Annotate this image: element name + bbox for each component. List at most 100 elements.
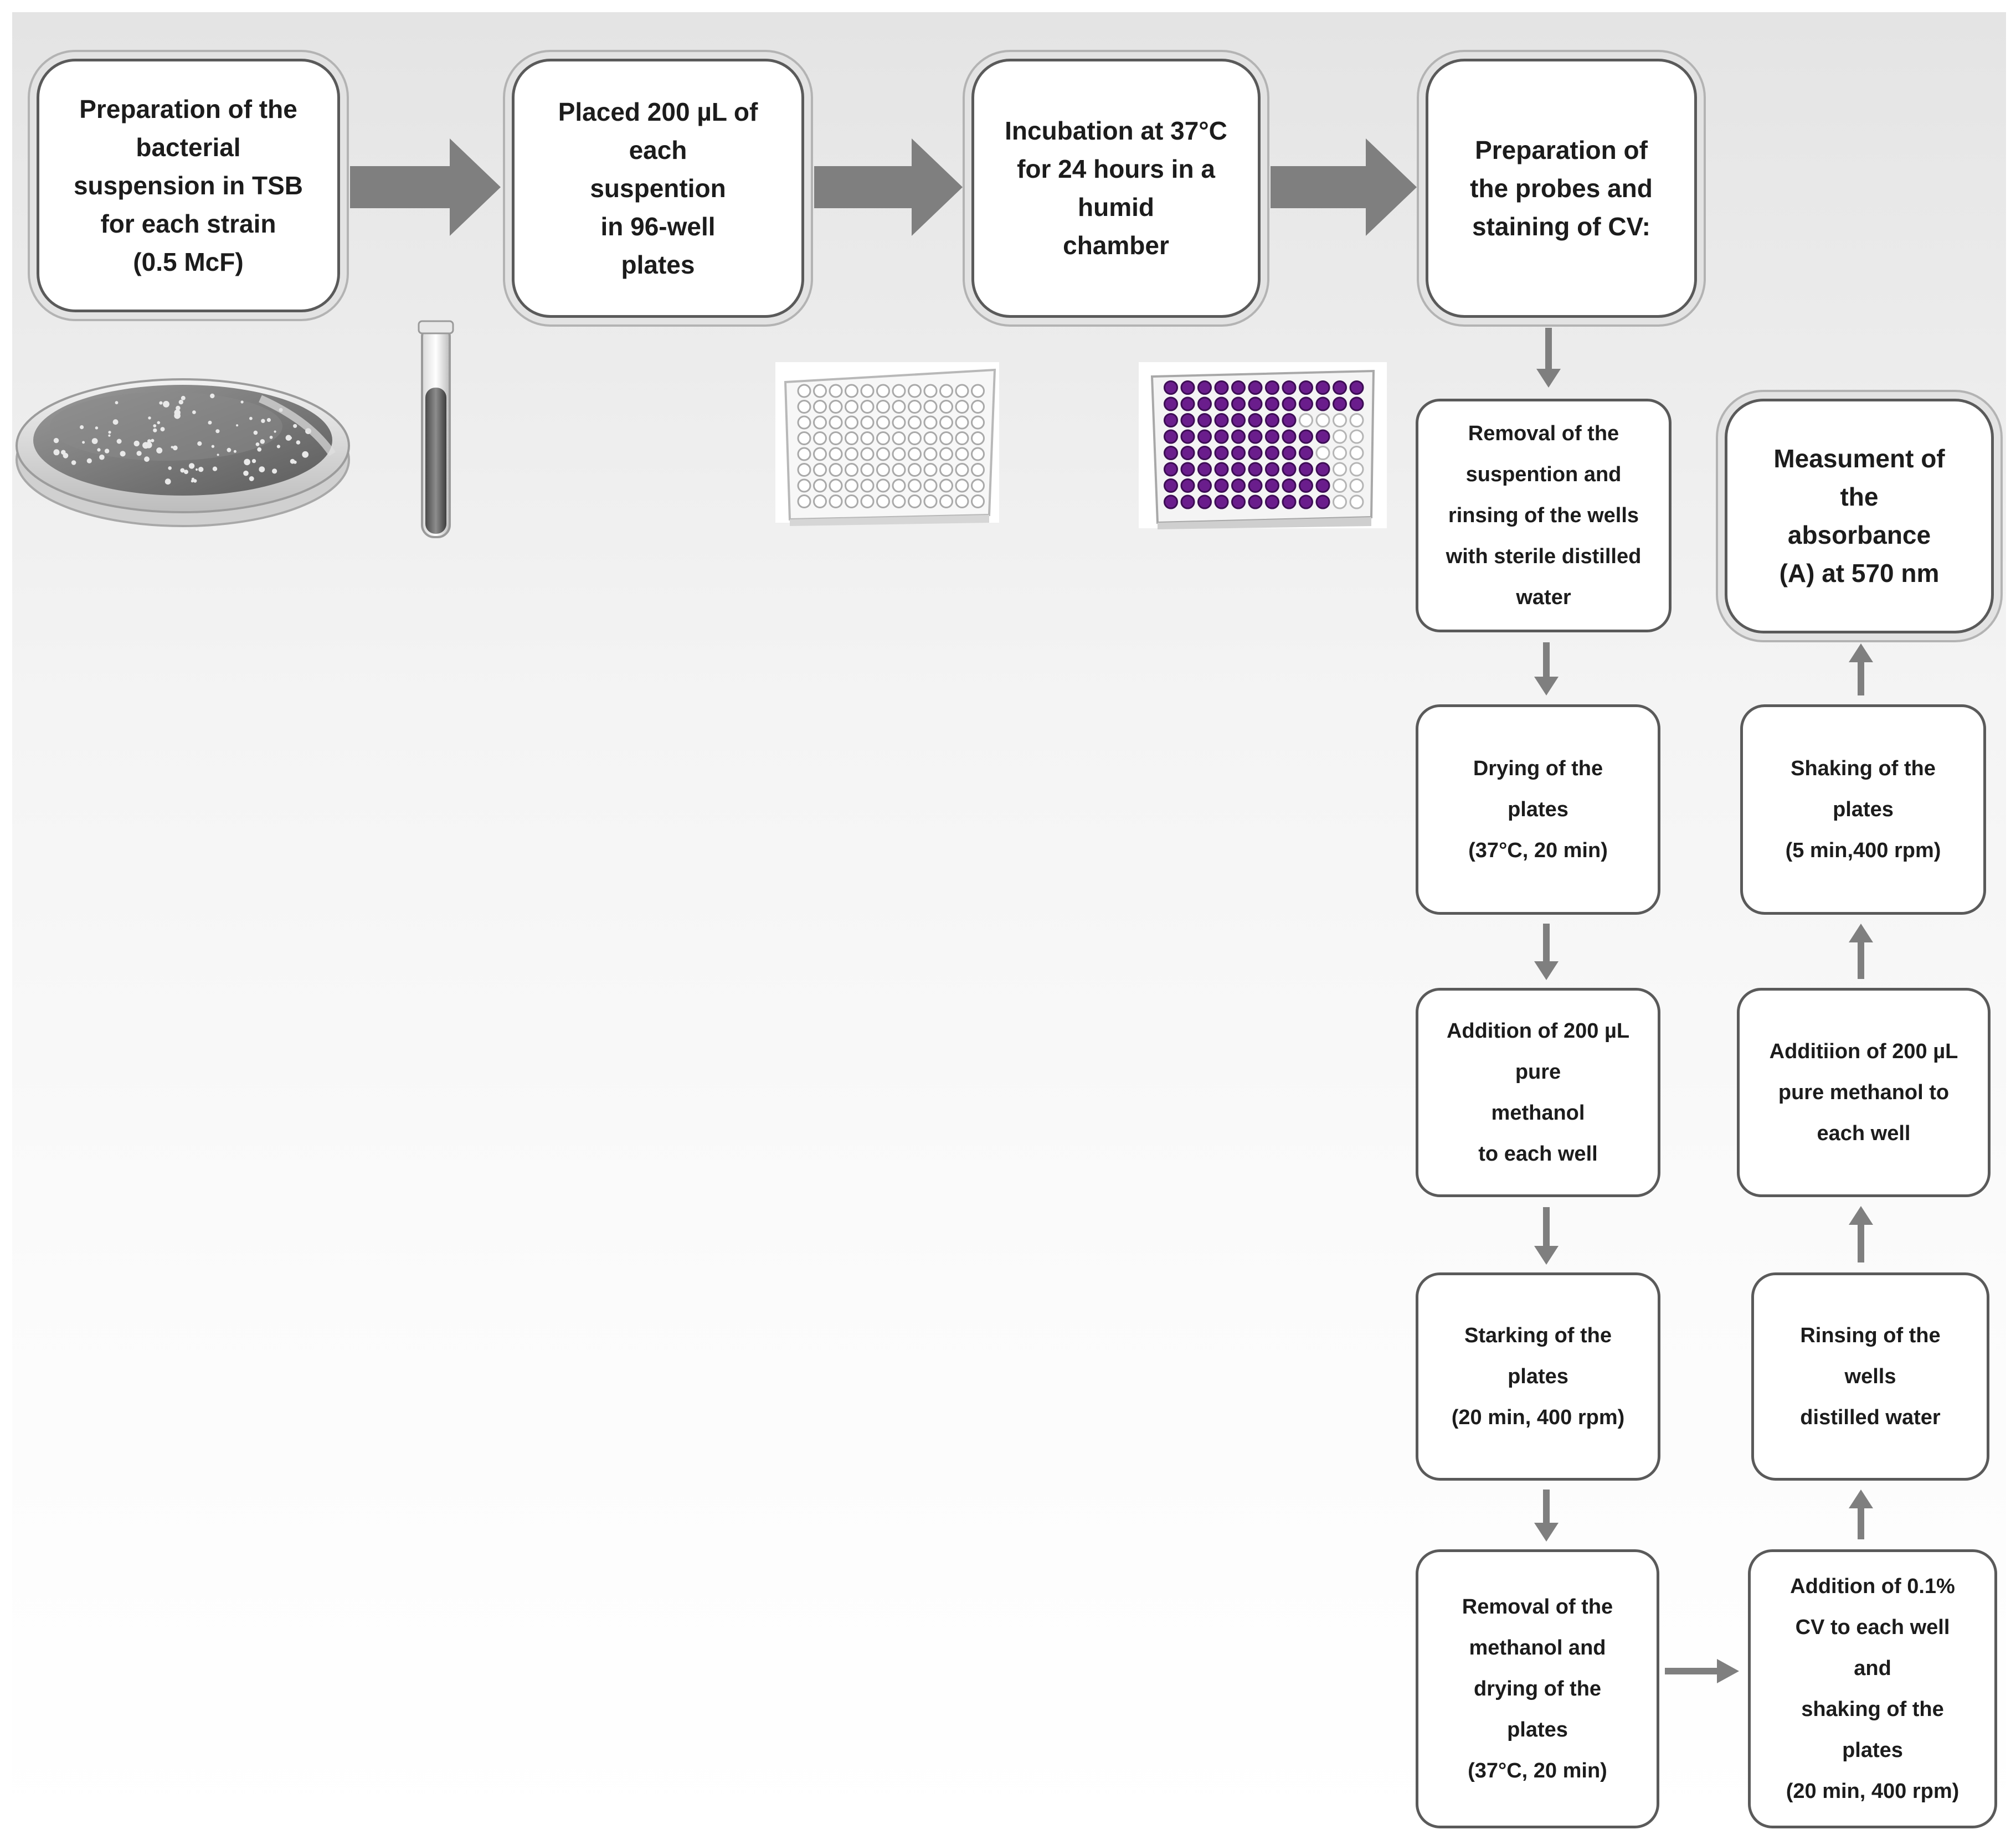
plate-well (1333, 462, 1347, 477)
plate-well (908, 447, 922, 461)
plate-well (797, 478, 811, 493)
plate-well (829, 447, 843, 461)
plate-well (829, 400, 843, 414)
plate-well (845, 384, 858, 398)
plate-well (876, 463, 890, 477)
step-add-cv-and-shake: Addition of 0.1% CV to each well and sha… (1748, 1549, 1997, 1828)
stained-well (1214, 396, 1229, 411)
bacterial-colony (172, 445, 178, 451)
stained-well (1333, 380, 1347, 395)
plate-well (797, 415, 811, 430)
bacterial-colony (212, 466, 218, 471)
plate-well (1333, 413, 1347, 427)
stained-well (1315, 462, 1330, 477)
plate-well (971, 494, 985, 508)
bacterial-colony (153, 424, 157, 427)
stained-well (1231, 429, 1246, 444)
plate-well (955, 447, 969, 461)
plate-well (813, 400, 827, 414)
stained-well (1248, 413, 1263, 427)
stained-well (1315, 429, 1330, 444)
empty-96-well-plate-illustration (775, 362, 999, 526)
stained-well (1265, 494, 1279, 509)
plate-well (1315, 413, 1330, 427)
plate-well (876, 494, 890, 508)
flow-arrow-right (1665, 1659, 1739, 1683)
bacterial-colony (249, 476, 254, 481)
bacterial-colony (227, 447, 232, 452)
stained-well (1265, 429, 1279, 444)
bacterial-colony (91, 438, 98, 444)
plate-well (892, 415, 906, 430)
bacterial-colony (151, 439, 155, 442)
plate-well (971, 415, 985, 430)
plate-well (892, 463, 906, 477)
bacterial-colony (136, 451, 142, 456)
stained-well (1315, 494, 1330, 509)
stained-well (1231, 413, 1246, 427)
plate-well (1315, 446, 1330, 460)
plate-well (955, 415, 969, 430)
stained-well (1197, 429, 1212, 444)
stained-well (1248, 380, 1263, 395)
plate-well (829, 415, 843, 430)
bacterial-colony (160, 427, 165, 432)
bacterial-colony (148, 416, 151, 420)
bacterial-colony (174, 409, 181, 416)
bacterial-colony (244, 458, 250, 466)
bacterial-colony (144, 456, 150, 462)
plate-well (939, 384, 953, 398)
bacterial-colony (215, 429, 220, 434)
plate-well (797, 384, 811, 398)
plate-well (860, 400, 875, 414)
bacterial-colony (269, 435, 273, 439)
plate-well (923, 447, 938, 461)
test-tube-illustration (418, 320, 454, 538)
bacterial-colony (120, 451, 126, 457)
bacterial-colony (276, 445, 280, 449)
plate-well (845, 478, 858, 493)
plate-well (908, 400, 922, 414)
plate-well (971, 384, 985, 398)
step-remove-methanol-and-dry: Removal of the methanol and drying of th… (1416, 1549, 1659, 1828)
plate-well (876, 400, 890, 414)
stained-well (1214, 478, 1229, 493)
stained-well (1214, 413, 1229, 427)
plate-well (813, 415, 827, 430)
step-dry-plates: Drying of the plates (37°C, 20 min) (1416, 704, 1660, 915)
stained-well (1214, 494, 1229, 509)
stained-well (1282, 429, 1297, 444)
stained-well (1164, 396, 1178, 411)
bacterial-colony (217, 453, 219, 456)
plate-well (845, 447, 858, 461)
plate-well (876, 415, 890, 430)
stained-well (1231, 446, 1246, 460)
stained-well (1299, 462, 1313, 477)
stained-well (1214, 462, 1229, 477)
stained-well (1248, 429, 1263, 444)
plate-well (908, 431, 922, 445)
stained-well (1265, 462, 1279, 477)
bacterial-colony (171, 446, 173, 449)
plate-well (1333, 429, 1347, 444)
bacterial-colony (164, 478, 171, 485)
bacterial-colony (255, 442, 260, 446)
bacterial-colony (274, 430, 276, 433)
stained-well (1282, 462, 1297, 477)
stained-well (1231, 462, 1246, 477)
stained-well (1349, 396, 1364, 411)
plate-well (923, 463, 938, 477)
plate-well (797, 463, 811, 477)
bacterial-colony (156, 447, 163, 453)
flow-arrow-down (1536, 328, 1561, 388)
step-measure-absorbance: Measument of the absorbance (A) at 570 n… (1725, 399, 1994, 633)
step-starking-plates: Starking of the plates (20 min, 400 rpm) (1416, 1272, 1660, 1481)
stained-96-well-plate-illustration (1139, 362, 1387, 529)
bacterial-colony (243, 470, 249, 476)
stained-well (1197, 462, 1212, 477)
stained-well (1180, 494, 1195, 509)
plate-well (955, 478, 969, 493)
stained-well (1282, 494, 1297, 509)
plate-well (971, 400, 985, 414)
plate-well (923, 415, 938, 430)
